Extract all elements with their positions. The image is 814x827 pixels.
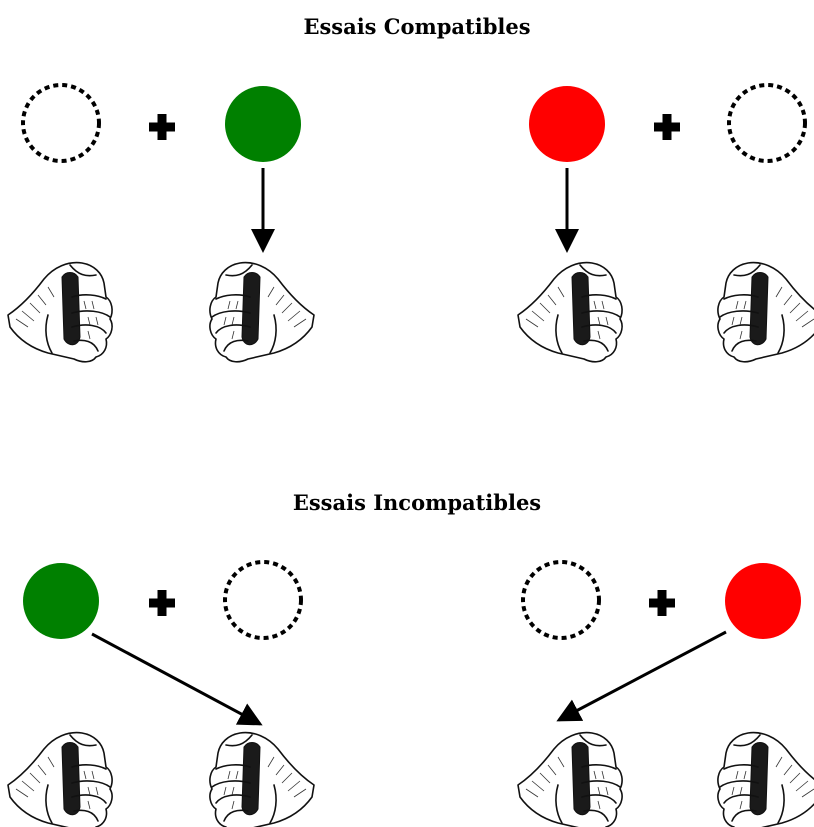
- left-fist-icon: [7, 731, 113, 827]
- panel-title-incompatibles: Essais Incompatibles: [293, 490, 541, 515]
- stimulus-circle-red: [725, 563, 801, 639]
- left-fist-icon: [7, 261, 113, 363]
- right-fist-icon: [210, 733, 314, 827]
- right-fist-icon: [718, 733, 814, 827]
- stimulus-circle-empty: [727, 83, 807, 163]
- right-fist-icon: [210, 263, 314, 362]
- stimulus-circle-empty: [223, 560, 303, 640]
- stimulus-circle-green: [23, 563, 99, 639]
- stimulus-circle-empty: [21, 83, 101, 163]
- response-arrow: [556, 630, 727, 722]
- stimulus-circle-green: [225, 86, 301, 162]
- stimulus-circle-empty: [521, 560, 601, 640]
- stimulus-circle-red: [529, 86, 605, 162]
- plus-icon: [149, 590, 175, 616]
- right-fist-icon: [718, 263, 814, 362]
- left-fist-icon: [517, 261, 623, 363]
- plus-icon: [649, 590, 675, 616]
- response-arrow: [91, 632, 263, 726]
- left-fist-icon: [517, 731, 623, 827]
- plus-icon: [149, 114, 175, 140]
- panel-title-compatibles: Essais Compatibles: [303, 14, 530, 39]
- plus-icon: [654, 114, 680, 140]
